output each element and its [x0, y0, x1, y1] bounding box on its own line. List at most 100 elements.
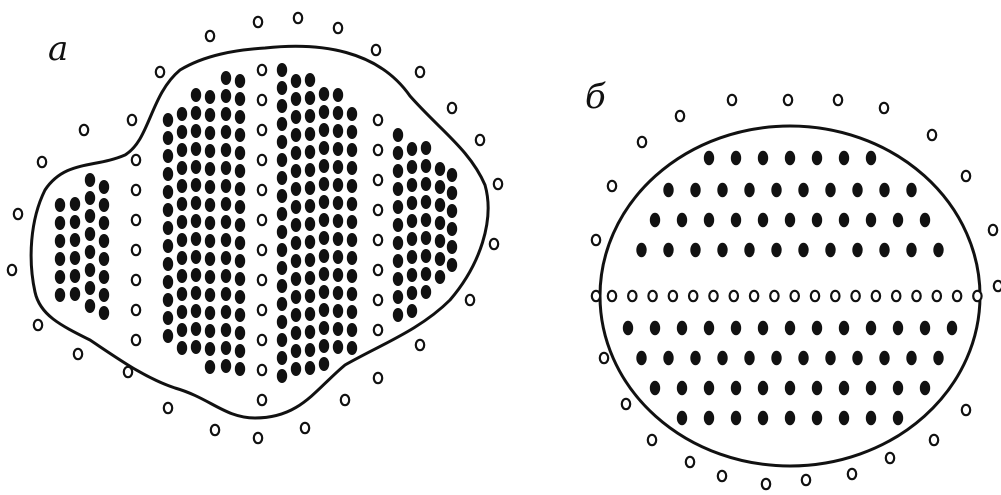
filled-cell [85, 209, 95, 223]
filled-cell [650, 213, 660, 227]
filled-cell [785, 151, 795, 165]
filled-cell [717, 243, 727, 257]
filled-cell [812, 321, 822, 335]
filled-cell [447, 240, 457, 254]
open-cell [466, 295, 474, 305]
open-cell [802, 475, 810, 485]
filled-cell [191, 286, 201, 300]
filled-cell [163, 329, 173, 343]
filled-cell [704, 411, 714, 425]
filled-cell [291, 164, 301, 178]
filled-cell [177, 269, 187, 283]
filled-cell [221, 305, 231, 319]
filled-cell [177, 179, 187, 193]
filled-cell [191, 178, 201, 192]
open-cell [374, 145, 382, 155]
open-cell [416, 340, 424, 350]
filled-cell [291, 218, 301, 232]
filled-cell [277, 171, 287, 185]
open-cell [374, 235, 382, 245]
filled-cell [191, 196, 201, 210]
filled-cell [319, 195, 329, 209]
open-cell [38, 157, 46, 167]
filled-cell [636, 351, 646, 365]
filled-cell [305, 289, 315, 303]
filled-cell [744, 183, 754, 197]
filled-cell [177, 233, 187, 247]
open-cell [334, 23, 342, 33]
filled-cell [758, 151, 768, 165]
filled-cell [163, 311, 173, 325]
filled-cell [704, 151, 714, 165]
filled-cell [333, 88, 343, 102]
filled-cell [435, 216, 445, 230]
filled-cell [347, 233, 357, 247]
filled-cell [319, 339, 329, 353]
filled-cell [333, 268, 343, 282]
filled-cell [291, 146, 301, 160]
filled-cell [447, 258, 457, 272]
open-cell [34, 320, 42, 330]
filled-cell [70, 251, 80, 265]
filled-cell [319, 303, 329, 317]
filled-cell [205, 288, 215, 302]
filled-cell [291, 272, 301, 286]
open-cell [750, 291, 758, 301]
filled-cell [677, 381, 687, 395]
open-cell [770, 291, 778, 301]
filled-cell [99, 306, 109, 320]
open-cell [784, 95, 792, 105]
filled-cell [191, 250, 201, 264]
open-cell [648, 435, 656, 445]
filled-cell [55, 252, 65, 266]
open-cell [211, 425, 219, 435]
filled-cell [235, 254, 245, 268]
filled-cell [177, 125, 187, 139]
filled-cell [852, 183, 862, 197]
open-cell [709, 291, 717, 301]
filled-cell [893, 213, 903, 227]
filled-cell [347, 269, 357, 283]
open-cell [762, 479, 770, 489]
filled-cell [205, 270, 215, 284]
filled-cell [163, 167, 173, 181]
filled-cell [393, 272, 403, 286]
filled-cell [731, 151, 741, 165]
filled-cell [277, 297, 287, 311]
open-cell [930, 435, 938, 445]
filled-cell [393, 290, 403, 304]
filled-cell [785, 321, 795, 335]
open-cell [374, 373, 382, 383]
filled-cell [407, 286, 417, 300]
filled-cell [333, 106, 343, 120]
open-cell [912, 291, 920, 301]
filled-cell [920, 381, 930, 395]
filled-cell [771, 351, 781, 365]
filled-cell [333, 286, 343, 300]
filled-cell [277, 207, 287, 221]
filled-cell [221, 125, 231, 139]
filled-cell [906, 243, 916, 257]
filled-cell [447, 186, 457, 200]
open-cell [374, 205, 382, 215]
filled-cell [319, 285, 329, 299]
filled-cell [291, 128, 301, 142]
open-cell [132, 185, 140, 195]
filled-cell [744, 243, 754, 257]
filled-cell [893, 321, 903, 335]
filled-cell [421, 267, 431, 281]
open-cell [258, 95, 266, 105]
open-cell [258, 305, 266, 315]
panel-a-filled-cells [55, 63, 457, 383]
filled-cell [191, 106, 201, 120]
filled-cell [333, 232, 343, 246]
filled-cell [205, 234, 215, 248]
filled-cell [177, 323, 187, 337]
filled-cell [920, 213, 930, 227]
filled-cell [731, 381, 741, 395]
filled-cell [906, 351, 916, 365]
filled-cell [319, 249, 329, 263]
filled-cell [717, 183, 727, 197]
filled-cell [704, 381, 714, 395]
